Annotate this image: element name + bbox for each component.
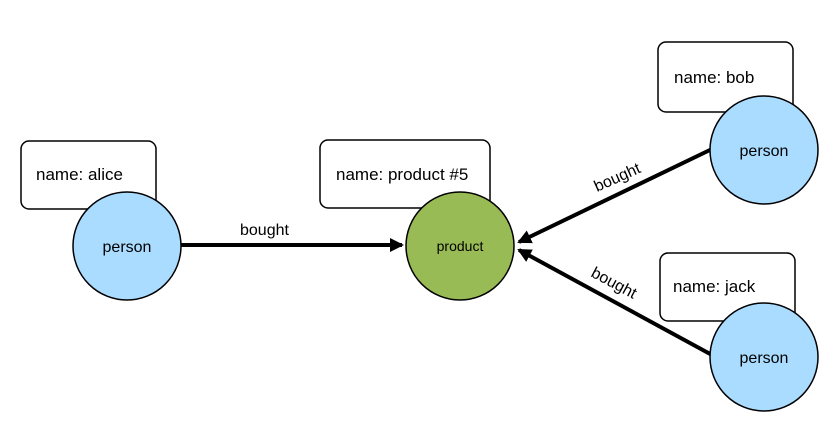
- property-label: name: jack: [673, 277, 756, 296]
- property-box: [319, 139, 491, 209]
- property-label: name: bob: [674, 68, 754, 87]
- person-circle: [709, 95, 819, 205]
- edge-line: [517, 248, 713, 357]
- edge-label: bought: [588, 265, 640, 303]
- edge-label: bought: [240, 222, 289, 239]
- node-label: person: [740, 143, 789, 160]
- product-circle: [405, 191, 515, 301]
- person-circle: [72, 191, 182, 301]
- node-jack: name: jack person: [659, 252, 819, 412]
- person-circle: [709, 302, 819, 412]
- edge-alice-bought-product: bought: [181, 222, 404, 252]
- edge-bob-bought-product: bought: [517, 147, 713, 244]
- property-label: name: alice: [36, 165, 123, 184]
- node-label: person: [103, 239, 152, 256]
- node-product: name: product #5 product: [319, 139, 515, 301]
- node-label: product: [437, 238, 484, 254]
- edge-line: [517, 147, 713, 244]
- node-bob: name: bob person: [657, 41, 819, 205]
- edge-label: bought: [592, 160, 644, 196]
- node-label: person: [740, 350, 789, 367]
- property-label: name: product #5: [336, 165, 468, 184]
- node-alice: name: alice person: [20, 140, 182, 301]
